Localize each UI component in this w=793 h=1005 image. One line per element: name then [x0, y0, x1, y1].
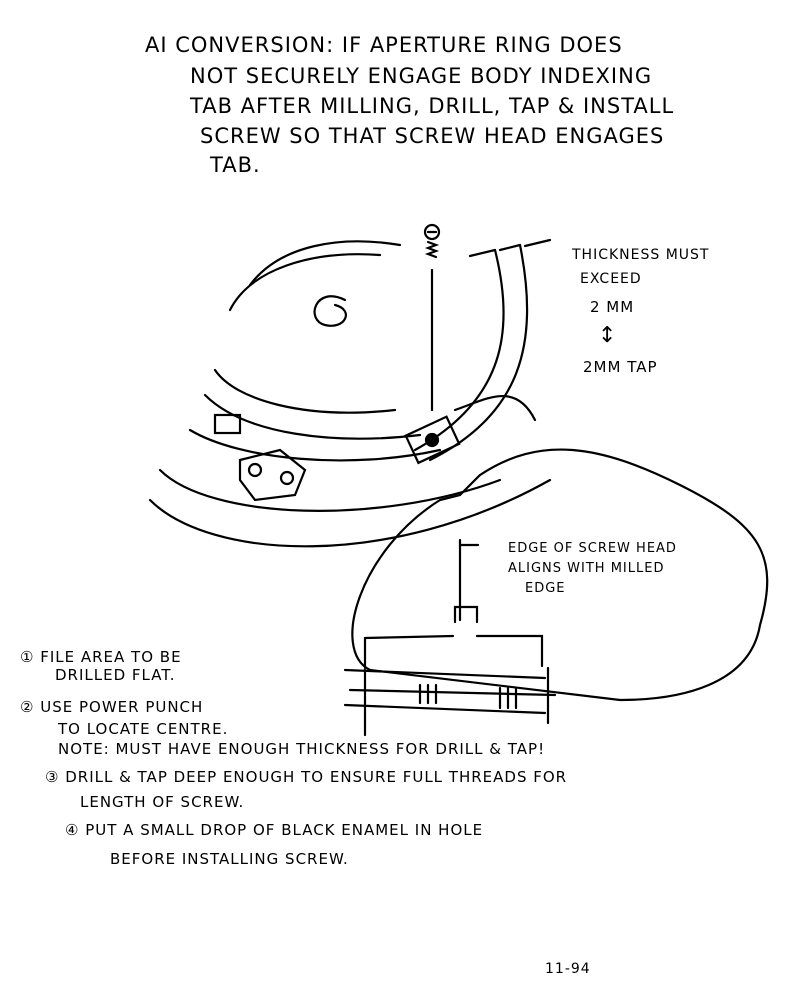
step-2: to locate centre. [58, 720, 229, 738]
page-number: 11-94 [545, 961, 591, 977]
detail-bubble [351, 448, 769, 702]
step-1: drilled flat. [55, 666, 176, 684]
thickness-label: 2 mm [590, 298, 635, 316]
screw-icon [423, 223, 441, 259]
thickness-label: Thickness must [572, 247, 710, 263]
heading-line: tab. [210, 153, 261, 177]
step-3: ③ Drill & tap deep enough to ensure full… [45, 768, 568, 786]
edge-label: edge [525, 581, 566, 596]
heading-line: screw so that screw head engages [200, 124, 665, 148]
step-3: length of screw. [80, 793, 245, 811]
heading-line: AI Conversion: If aperture ring does [145, 33, 623, 57]
step-4: ④ Put a small drop of black enamel in ho… [65, 821, 484, 839]
indexing-tab [404, 415, 461, 465]
thickness-label: exceed [580, 271, 642, 287]
screw-head [453, 605, 479, 624]
step-2: ② Use power punch [20, 698, 204, 716]
lug [238, 448, 307, 502]
tap-label: 2mm tap [583, 358, 658, 376]
step-4: before installing screw. [110, 850, 349, 868]
edge-label: aligns with milled [508, 561, 665, 576]
step-1: ① File area to be [20, 648, 182, 666]
double-arrow-icon: ↕ [598, 323, 618, 348]
heading-line: not securely engage body indexing [190, 64, 653, 88]
heading-line: tab after milling, drill, tap & install [190, 94, 675, 118]
inner-ring [313, 295, 347, 327]
note: Note: must have enough thickness for dri… [58, 740, 546, 758]
edge-label: Edge of screw head [508, 541, 677, 556]
